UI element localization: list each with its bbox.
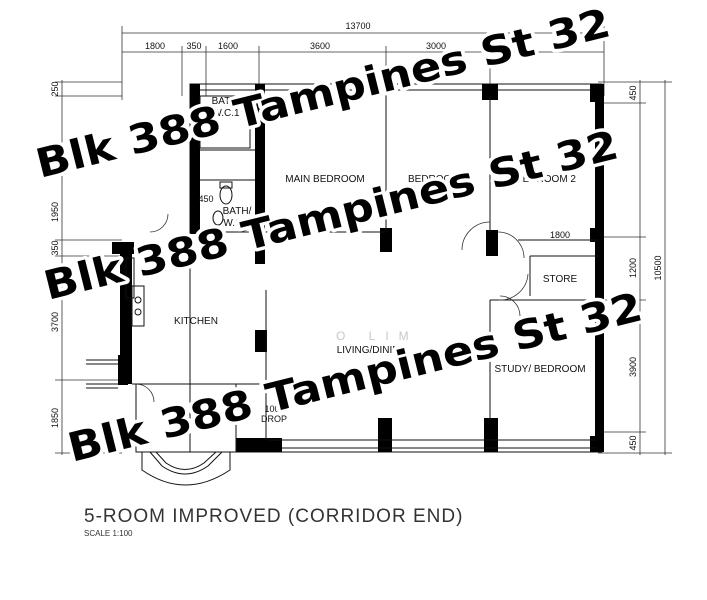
dim-left-3: 350 [50,240,60,255]
label-drop: DROP [261,414,287,424]
dim-right-4: 450 [628,435,638,450]
dim-right-total: 10500 [653,255,663,280]
dim-left-2: 1950 [50,202,60,222]
faint-watermark: O LIM [336,329,419,343]
label-bath-wc1-line2: W.C.1 [212,108,240,119]
dim-top-5: 3000 [426,41,446,51]
label-bedroom-3: BEDROOM 3 [408,174,468,185]
dim-left-1: 250 [50,81,60,96]
dim-right-3: 3900 [628,357,638,377]
label-drop-value: 100 [264,404,279,414]
label-bath-wc2-line2: W.C.2 [223,218,251,229]
address-watermark-3: Blk 388 Tampines St 32 [63,284,647,471]
dim-overall-width: 13700 [345,21,370,31]
right-dimension-lines: 450 1200 3900 450 10500 [598,80,672,455]
dim-right-2: 1200 [628,258,638,278]
top-dimension-lines: 13700 1800 350 1600 3600 3000 [121,21,605,100]
label-store: STORE [543,274,578,285]
label-kitchen: KITCHEN [174,316,218,327]
dim-right-1: 450 [628,85,638,100]
dim-top-3: 1600 [218,41,238,51]
dim-left-5: 1850 [50,408,60,428]
dim-top-2: 350 [186,41,201,51]
dim-store-width: 1800 [550,230,570,240]
label-main-bedroom: MAIN BEDROOM [285,174,364,185]
label-study-bedroom: STUDY/ BEDROOM [494,364,585,375]
label-living-dining: LIVING/DINING [337,345,408,356]
room-labels: BATH/ W.C.1 MAIN BEDROOM BEDROOM 3 BEDRO… [174,96,586,424]
walls [86,83,604,486]
plan-scale: SCALE 1:100 [84,529,133,538]
dim-top-4: 3600 [310,41,330,51]
label-bath-wc2-line1: BATH/ [223,206,252,217]
dim-left-4: 3700 [50,312,60,332]
dim-top-1: 1800 [145,41,165,51]
plan-title: 5-ROOM IMPROVED (CORRIDOR END) [84,506,463,527]
label-bath-wc1-line1: BATH/ [212,96,241,107]
left-dimension-lines: 250 1950 350 3700 1850 [50,80,122,455]
label-450: 450 [198,194,213,204]
label-bedroom-2: BEDROOM 2 [516,174,576,185]
